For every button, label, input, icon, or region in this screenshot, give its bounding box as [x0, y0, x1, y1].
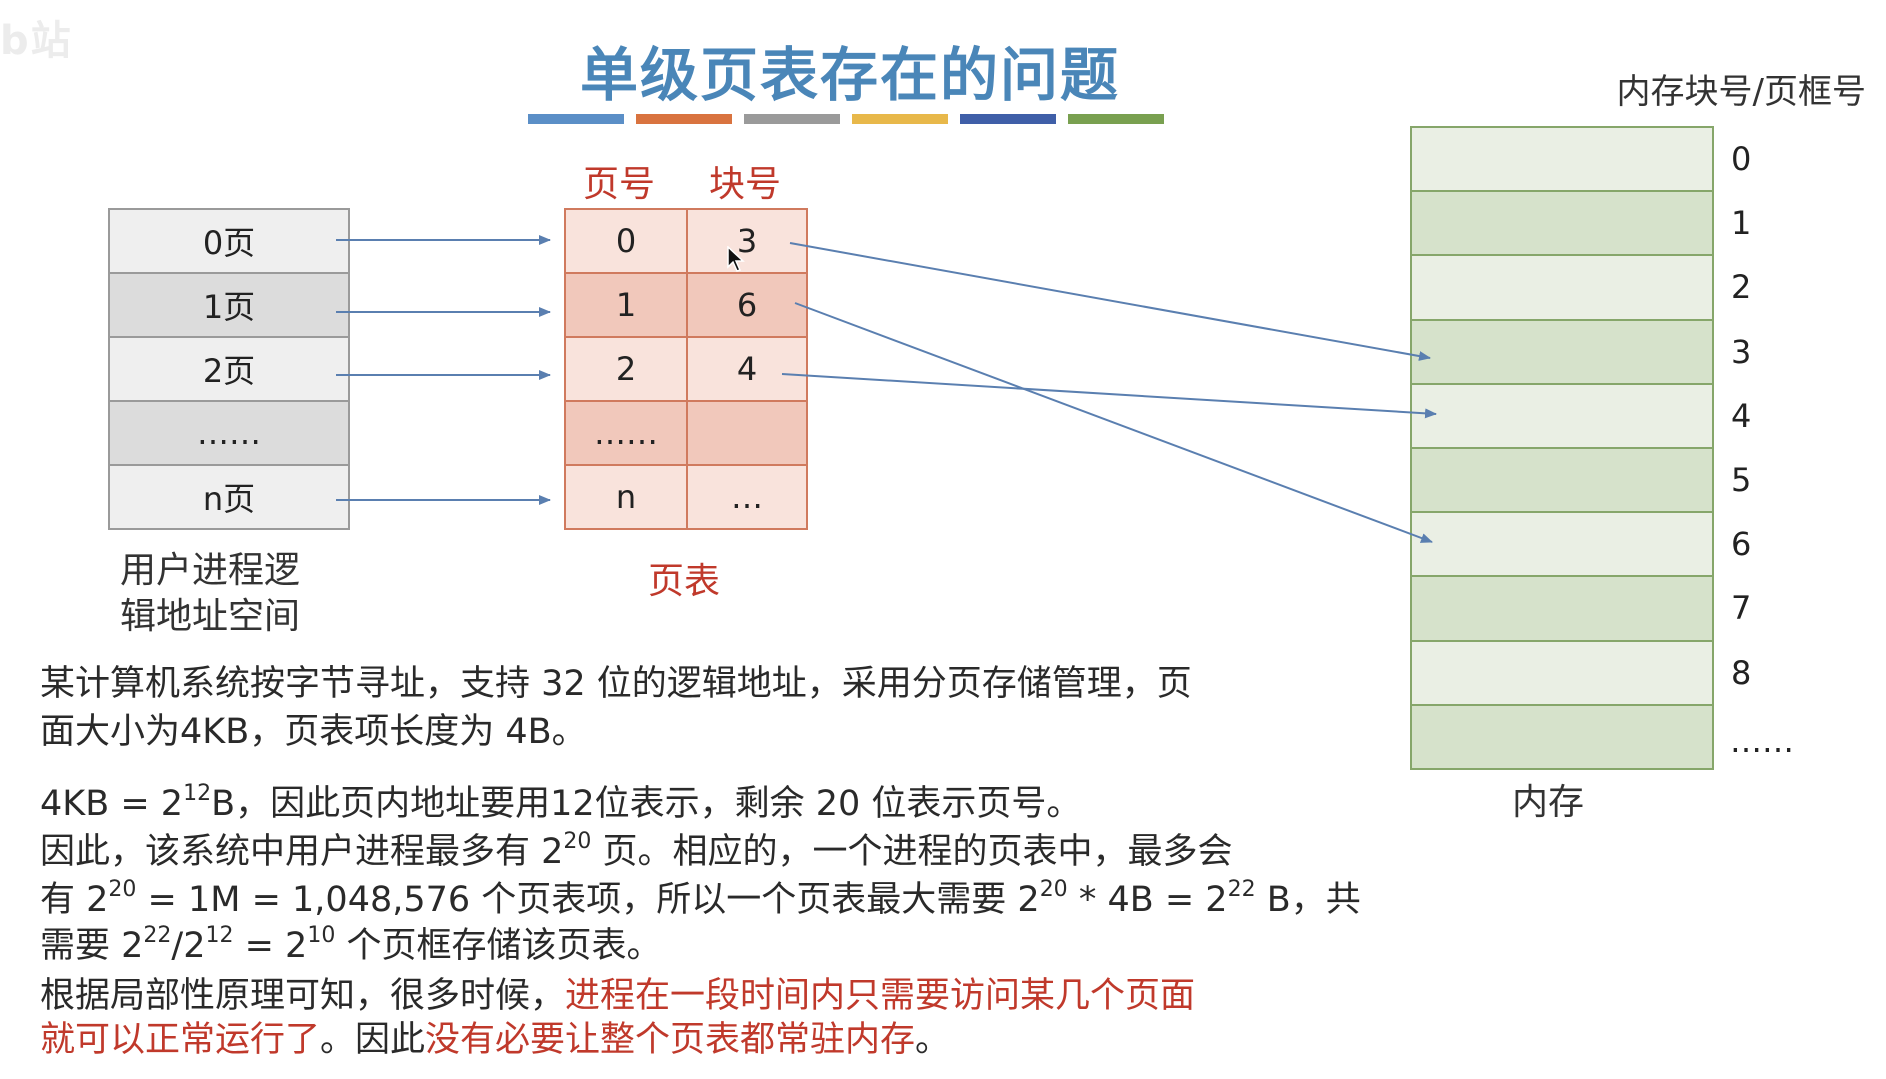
memory-block-number: 3 — [1731, 332, 1752, 371]
memory-block-number: 7 — [1731, 589, 1752, 628]
memory-block — [1410, 382, 1714, 449]
conclusion-line-1: 根据局部性原理可知，很多时候，进程在一段时间内只需要访问某几个页面 — [40, 976, 1196, 1016]
memory-block-number: 4 — [1731, 396, 1752, 435]
memory-block-number: 8 — [1731, 653, 1752, 692]
memory-block — [1410, 318, 1714, 385]
analysis-line-3: 有 220 = 1M = 1,048,576 个页表项，所以一个页表最大需要 2… — [40, 877, 1361, 920]
page-table-block-number: … — [686, 464, 808, 530]
memory-block-number: 6 — [1731, 525, 1752, 564]
page-table-page-number: n — [564, 464, 688, 530]
memory-ellipsis: …… — [1730, 722, 1794, 760]
memory-block-number: 0 — [1731, 140, 1752, 178]
analysis-line-4: 需要 222/212 = 210 个页框存储该页表。 — [40, 923, 662, 966]
slide-title: 单级页表存在的问题 — [580, 41, 1121, 109]
logical-page-row: …… — [108, 400, 350, 466]
page-table-caption: 页表 — [648, 561, 721, 602]
memory-block — [1410, 447, 1714, 514]
color-bar-0 — [528, 114, 624, 124]
logical-page-row: 1页 — [108, 272, 350, 338]
memory-block — [1410, 511, 1714, 578]
page-table-block-number: 3 — [686, 208, 808, 274]
arrow-page2-to-block4 — [781, 373, 1437, 419]
logical-page-row: 0页 — [108, 208, 350, 274]
problem-text-line-2: 面大小为4KB，页表项长度为 4B。 — [40, 712, 587, 752]
color-bar-4 — [960, 114, 1056, 124]
memory-block-number-title: 内存块号/页框号 — [1616, 72, 1866, 112]
logical-space-caption-line2: 辑地址空间 — [120, 596, 301, 637]
page-table-page-number: 0 — [564, 208, 688, 274]
arrow-page1-to-block6 — [794, 302, 1433, 543]
page-table-page-number: 1 — [564, 272, 688, 338]
block-number-header: 块号 — [709, 164, 782, 205]
memory-block — [1410, 254, 1714, 321]
mouse-cursor-icon — [727, 246, 745, 272]
arrow-page0-to-block3 — [789, 242, 1431, 361]
page-table-page-number: …… — [564, 400, 688, 466]
conclusion-line-2: 就可以正常运行了。因此没有必要让整个页表都常驻内存。 — [40, 1020, 951, 1060]
page-table-block-number: 6 — [686, 272, 808, 338]
color-bar-2 — [744, 114, 840, 124]
logical-space-caption-line1: 用户进程逻 — [120, 550, 301, 591]
color-bar-3 — [852, 114, 948, 124]
memory-block-number: 5 — [1731, 461, 1752, 499]
logical-page-row: 2页 — [108, 336, 350, 402]
problem-text-line-1: 某计算机系统按字节寻址，支持 32 位的逻辑地址，采用分页存储管理，页 — [40, 664, 1192, 704]
memory-block — [1410, 703, 1714, 770]
memory-block-number: 2 — [1731, 268, 1752, 307]
page-table-page-number: 2 — [564, 336, 688, 402]
page-number-header: 页号 — [583, 164, 656, 205]
watermark: b站 — [0, 18, 73, 64]
analysis-line-1: 4KB = 212B，因此页内地址要用12位表示，剩余 20 位表示页号。 — [40, 781, 1082, 824]
memory-block-number: 1 — [1731, 204, 1752, 243]
memory-block — [1410, 639, 1714, 706]
page-table-block-number — [686, 400, 808, 466]
analysis-line-2: 因此，该系统中用户进程最多有 220 页。相应的，一个进程的页表中，最多会 — [40, 829, 1233, 872]
memory-block — [1410, 190, 1714, 257]
color-bar-1 — [636, 114, 732, 124]
logical-page-row: n页 — [108, 464, 350, 530]
memory-block — [1410, 575, 1714, 642]
memory-block — [1410, 126, 1714, 193]
color-bar-5 — [1068, 114, 1164, 124]
memory-caption: 内存 — [1512, 782, 1585, 823]
page-table-block-number: 4 — [686, 336, 808, 402]
